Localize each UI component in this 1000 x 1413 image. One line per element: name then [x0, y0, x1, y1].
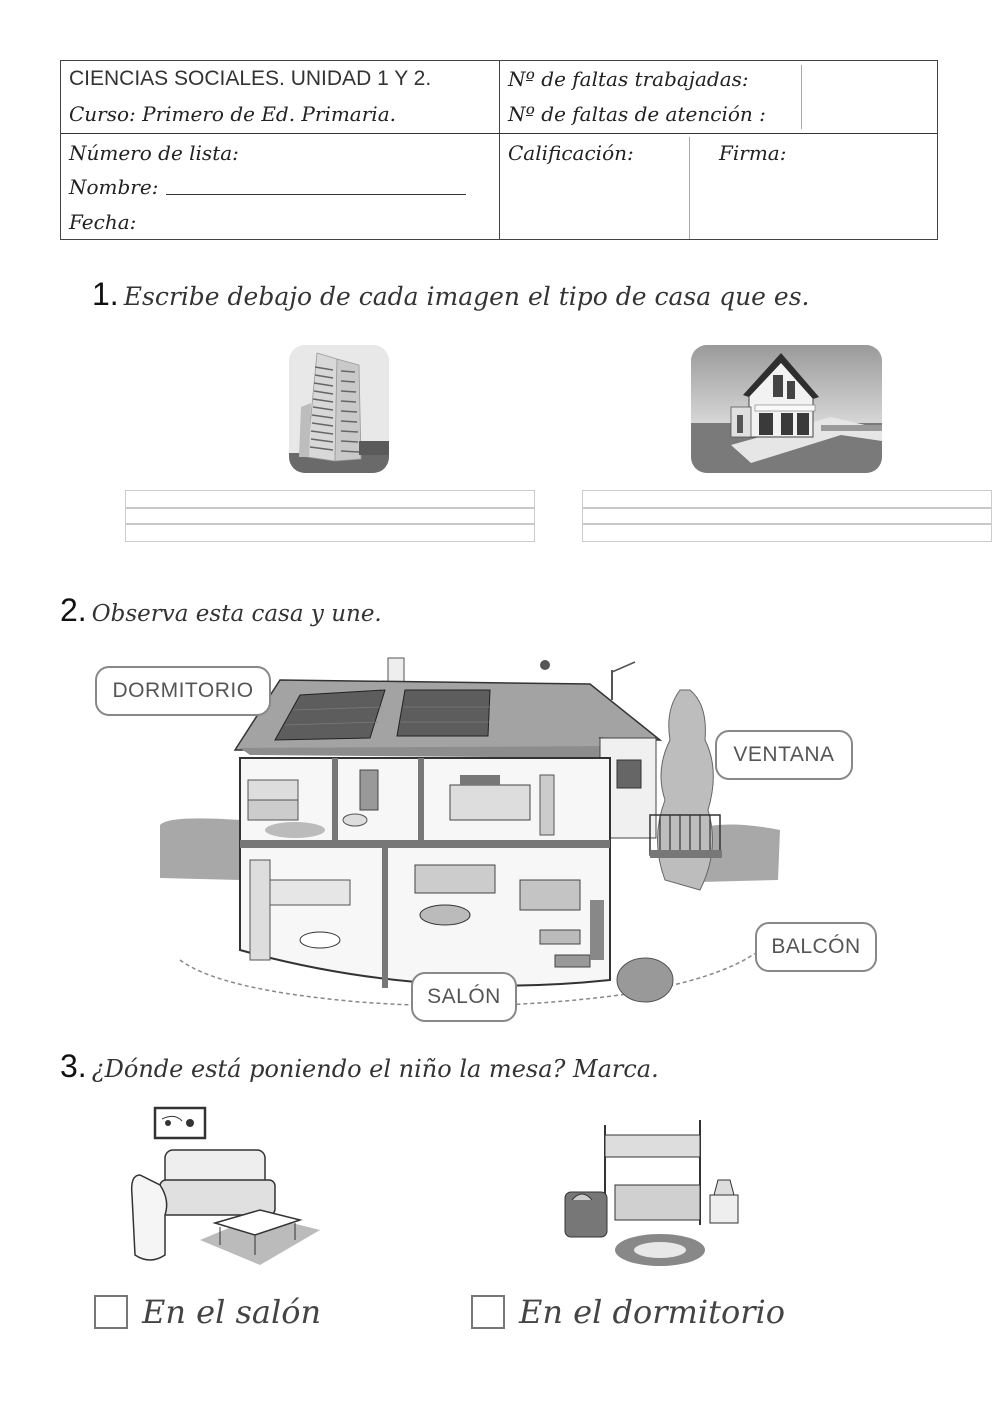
- faltas-atencion-label: Nº de faltas de atención :: [508, 102, 766, 126]
- header-divider-horizontal: [61, 133, 937, 134]
- exercise-2-instruction: Observa esta casa y une.: [91, 601, 382, 627]
- faltas-trabajadas-label: Nº de faltas trabajadas:: [508, 67, 749, 91]
- writing-rule: [583, 507, 991, 509]
- option-salon[interactable]: En el salón: [94, 1293, 321, 1331]
- exercise-3-number: 3.: [60, 1048, 87, 1084]
- label-ventana[interactable]: VENTANA: [715, 730, 853, 780]
- label-salon-text: SALÓN: [427, 985, 501, 1008]
- option-dormitorio-label: En el dormitorio: [519, 1293, 786, 1331]
- fecha-label: Fecha:: [69, 210, 137, 234]
- house-cutaway-illustration: [160, 650, 790, 1020]
- exercise-3-instruction: ¿Dónde está poniendo el niño la mesa? Ma…: [91, 1055, 659, 1083]
- exercise-3-heading: 3. ¿Dónde está poniendo el niño la mesa?…: [60, 1048, 659, 1085]
- option-salon-label: En el salón: [142, 1293, 322, 1331]
- bedroom-illustration: [560, 1110, 750, 1270]
- nombre-field[interactable]: Nombre:: [69, 169, 467, 205]
- course-label: Curso: Primero de Ed. Primaria.: [69, 102, 396, 126]
- calificacion-blue-rule: [689, 137, 690, 239]
- exercise-2-number: 2.: [60, 592, 87, 628]
- nombre-label: Nombre:: [69, 175, 159, 199]
- worksheet-title: CIENCIAS SOCIALES. UNIDAD 1 Y 2.: [69, 67, 432, 90]
- writing-rule: [583, 523, 991, 525]
- label-ventana-text: VENTANA: [733, 743, 835, 766]
- calificacion-label: Calificación:: [508, 141, 634, 165]
- writing-rule: [126, 507, 534, 509]
- header-table: CIENCIAS SOCIALES. UNIDAD 1 Y 2. Curso: …: [60, 60, 938, 240]
- header-divider-vertical: [499, 61, 500, 239]
- living-room-illustration: [120, 1105, 330, 1275]
- exercise-1-heading: 1. Escribe debajo de cada imagen el tipo…: [92, 276, 810, 313]
- answer-lines-2[interactable]: [582, 490, 992, 542]
- checkbox-dormitorio[interactable]: [471, 1295, 505, 1329]
- writing-rule: [126, 523, 534, 525]
- detached-house-photo: [691, 345, 882, 473]
- faltas-blue-rule: [801, 65, 802, 129]
- label-dormitorio-text: DORMITORIO: [112, 679, 254, 702]
- label-dormitorio[interactable]: DORMITORIO: [95, 666, 271, 716]
- numero-lista-label: Número de lista:: [69, 141, 239, 165]
- exercise-2-heading: 2. Observa esta casa y une.: [60, 592, 382, 629]
- answer-lines-1[interactable]: [125, 490, 535, 542]
- checkbox-salon[interactable]: [94, 1295, 128, 1329]
- firma-label: Firma:: [719, 141, 787, 165]
- nombre-line[interactable]: [166, 182, 467, 195]
- apartment-building-photo: [289, 345, 389, 473]
- label-balcon-text: BALCÓN: [771, 935, 861, 958]
- label-salon[interactable]: SALÓN: [411, 972, 517, 1022]
- label-balcon[interactable]: BALCÓN: [755, 922, 877, 972]
- option-dormitorio[interactable]: En el dormitorio: [471, 1293, 785, 1331]
- exercise-1-number: 1.: [92, 276, 119, 312]
- exercise-1-instruction: Escribe debajo de cada imagen el tipo de…: [123, 282, 810, 311]
